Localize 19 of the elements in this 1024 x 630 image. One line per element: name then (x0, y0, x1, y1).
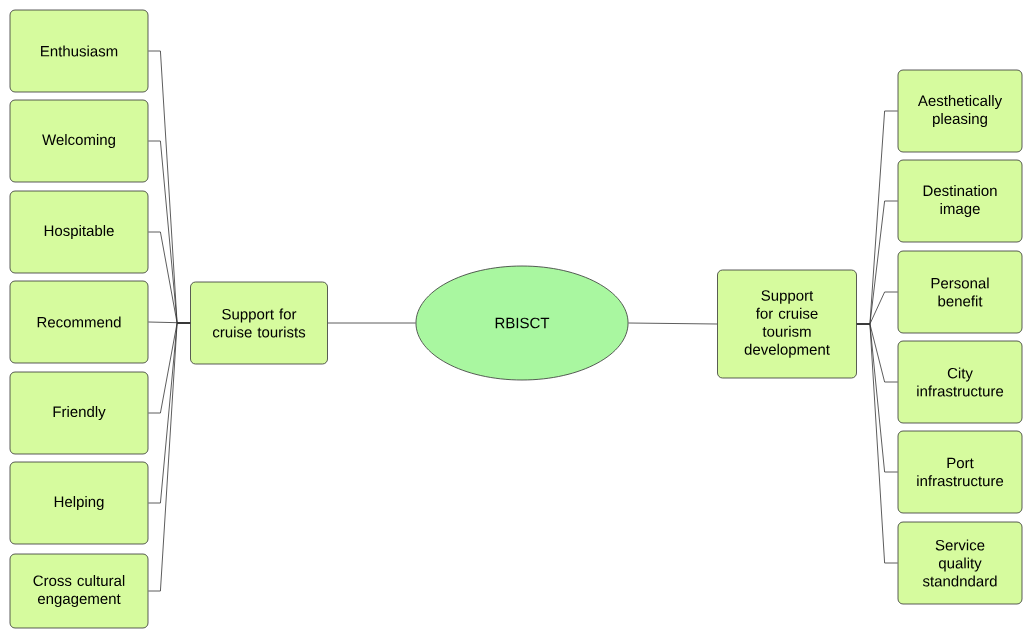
concept-box: Aesthetically pleasing (897, 69, 1023, 153)
concept-box: Support for cruise tourism development (717, 269, 857, 379)
concept-box: Welcoming (9, 99, 149, 183)
concept-box: Hospitable (9, 190, 149, 274)
concept-box: Friendly (9, 371, 149, 455)
concept-box: City infrastructure (897, 340, 1023, 424)
connector-line (628, 322, 718, 325)
connector-line (148, 322, 191, 592)
concept-box: Personal benefit (897, 250, 1023, 334)
connector-line (856, 323, 898, 564)
concept-box: Destination image (897, 159, 1023, 243)
concept-box: Recommend (9, 280, 149, 364)
concept-box: Support for cruise tourists (190, 281, 328, 365)
concept-box: Cross cultural engagement (9, 553, 149, 629)
concept-box: Port infrastructure (897, 430, 1023, 514)
concept-box: Helping (9, 461, 149, 545)
connector-line (327, 322, 416, 324)
concept-box: Service quality standndard (897, 521, 1023, 605)
concept-box: Enthusiasm (9, 9, 149, 93)
